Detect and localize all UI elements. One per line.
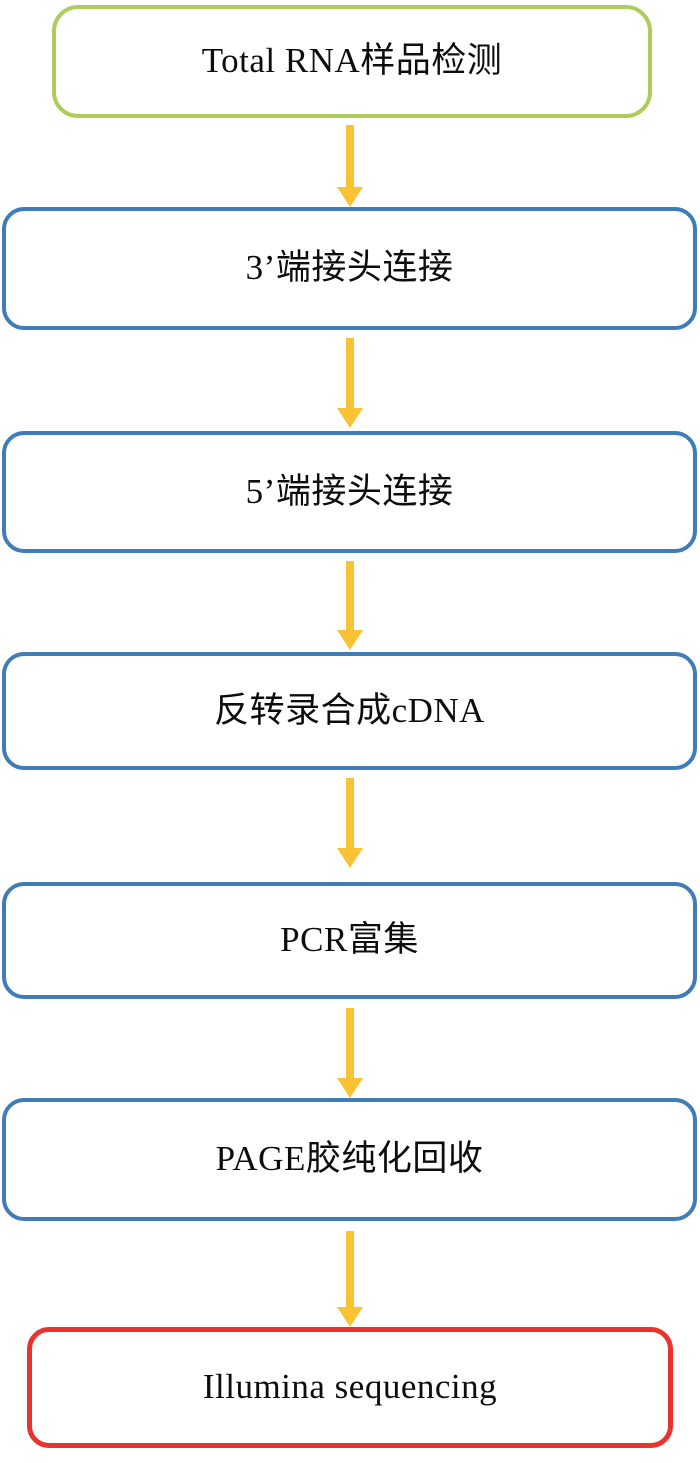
flow-arrow-2 <box>337 338 363 428</box>
flow-node-total-rna-qc[interactable]: Total RNA样品检测 <box>52 5 652 118</box>
flow-arrow-4 <box>337 778 363 868</box>
flow-arrow-5 <box>337 1008 363 1098</box>
flow-arrow-3 <box>337 561 363 650</box>
flow-node-label: Total RNA样品检测 <box>201 41 503 81</box>
flow-node-pcr-enrichment[interactable]: PCR富集 <box>2 882 697 999</box>
arrow-shaft <box>346 1008 354 1078</box>
flow-node-label: 5’端接头连接 <box>245 471 454 511</box>
flow-node-label: PCR富集 <box>280 920 419 960</box>
arrow-head-icon <box>337 1307 363 1327</box>
arrow-head-icon <box>337 187 363 207</box>
arrow-shaft <box>346 1231 354 1307</box>
flow-node-label: Illumina sequencing <box>202 1367 498 1407</box>
flow-node-label: PAGE胶纯化回收 <box>215 1139 484 1179</box>
flow-node-label: 3’端接头连接 <box>245 248 454 288</box>
arrow-head-icon <box>337 1078 363 1098</box>
flow-node-label: 反转录合成cDNA <box>214 690 485 730</box>
arrow-head-icon <box>337 848 363 868</box>
flow-arrow-6 <box>337 1231 363 1327</box>
flow-arrow-1 <box>337 125 363 207</box>
arrow-head-icon <box>337 630 363 650</box>
flow-node-reverse-transcription-cdna[interactable]: 反转录合成cDNA <box>2 652 697 770</box>
arrow-shaft <box>346 778 354 848</box>
arrow-shaft <box>346 338 354 408</box>
flow-node-3prime-adapter-ligation[interactable]: 3’端接头连接 <box>2 207 697 330</box>
arrow-head-icon <box>337 408 363 428</box>
arrow-shaft <box>346 561 354 630</box>
arrow-shaft <box>346 125 354 187</box>
flow-node-page-gel-purification[interactable]: PAGE胶纯化回收 <box>2 1098 697 1221</box>
flow-node-5prime-adapter-ligation[interactable]: 5’端接头连接 <box>2 431 697 553</box>
flow-node-illumina-sequencing[interactable]: Illumina sequencing <box>27 1327 673 1448</box>
